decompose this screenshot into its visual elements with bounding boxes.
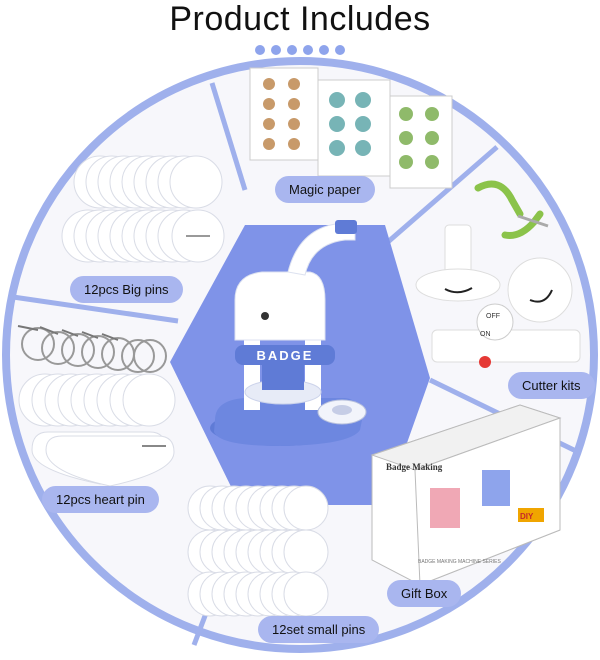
cutter-kits-label: Cutter kits — [508, 372, 595, 399]
machine-brand-label: BADGE — [257, 348, 314, 363]
heart-pin-label: 12pcs heart pin — [42, 486, 159, 513]
cutter-kits: OFF ON — [415, 180, 581, 368]
title-dots — [0, 42, 600, 60]
gift-box-label: Gift Box — [387, 580, 462, 607]
keyring-chains — [17, 325, 119, 341]
gift-box-caption: BADGE MAKING MACHINE SERIES — [418, 559, 501, 565]
small-pins — [187, 485, 329, 617]
cutter-on-text: ON — [480, 331, 491, 338]
keyrings — [21, 327, 167, 373]
big-pins-label: 12pcs Big pins — [70, 276, 183, 303]
badge-machine: BADGE — [210, 220, 367, 446]
cutter-off-text: OFF — [486, 313, 500, 320]
magic-paper-label: Magic paper — [275, 176, 375, 203]
gift-box-sticker: DIY — [520, 512, 534, 521]
page-title: Product Includes — [169, 0, 431, 38]
gift-box-brand: Badge Making — [386, 462, 443, 472]
gift-box-illustration: Badge Making BADGE MAKING MACHINE SERIES… — [370, 404, 562, 586]
magic-paper-sheets — [249, 67, 453, 189]
heart-pins — [18, 373, 176, 487]
small-pins-label: 12set small pins — [258, 616, 380, 643]
